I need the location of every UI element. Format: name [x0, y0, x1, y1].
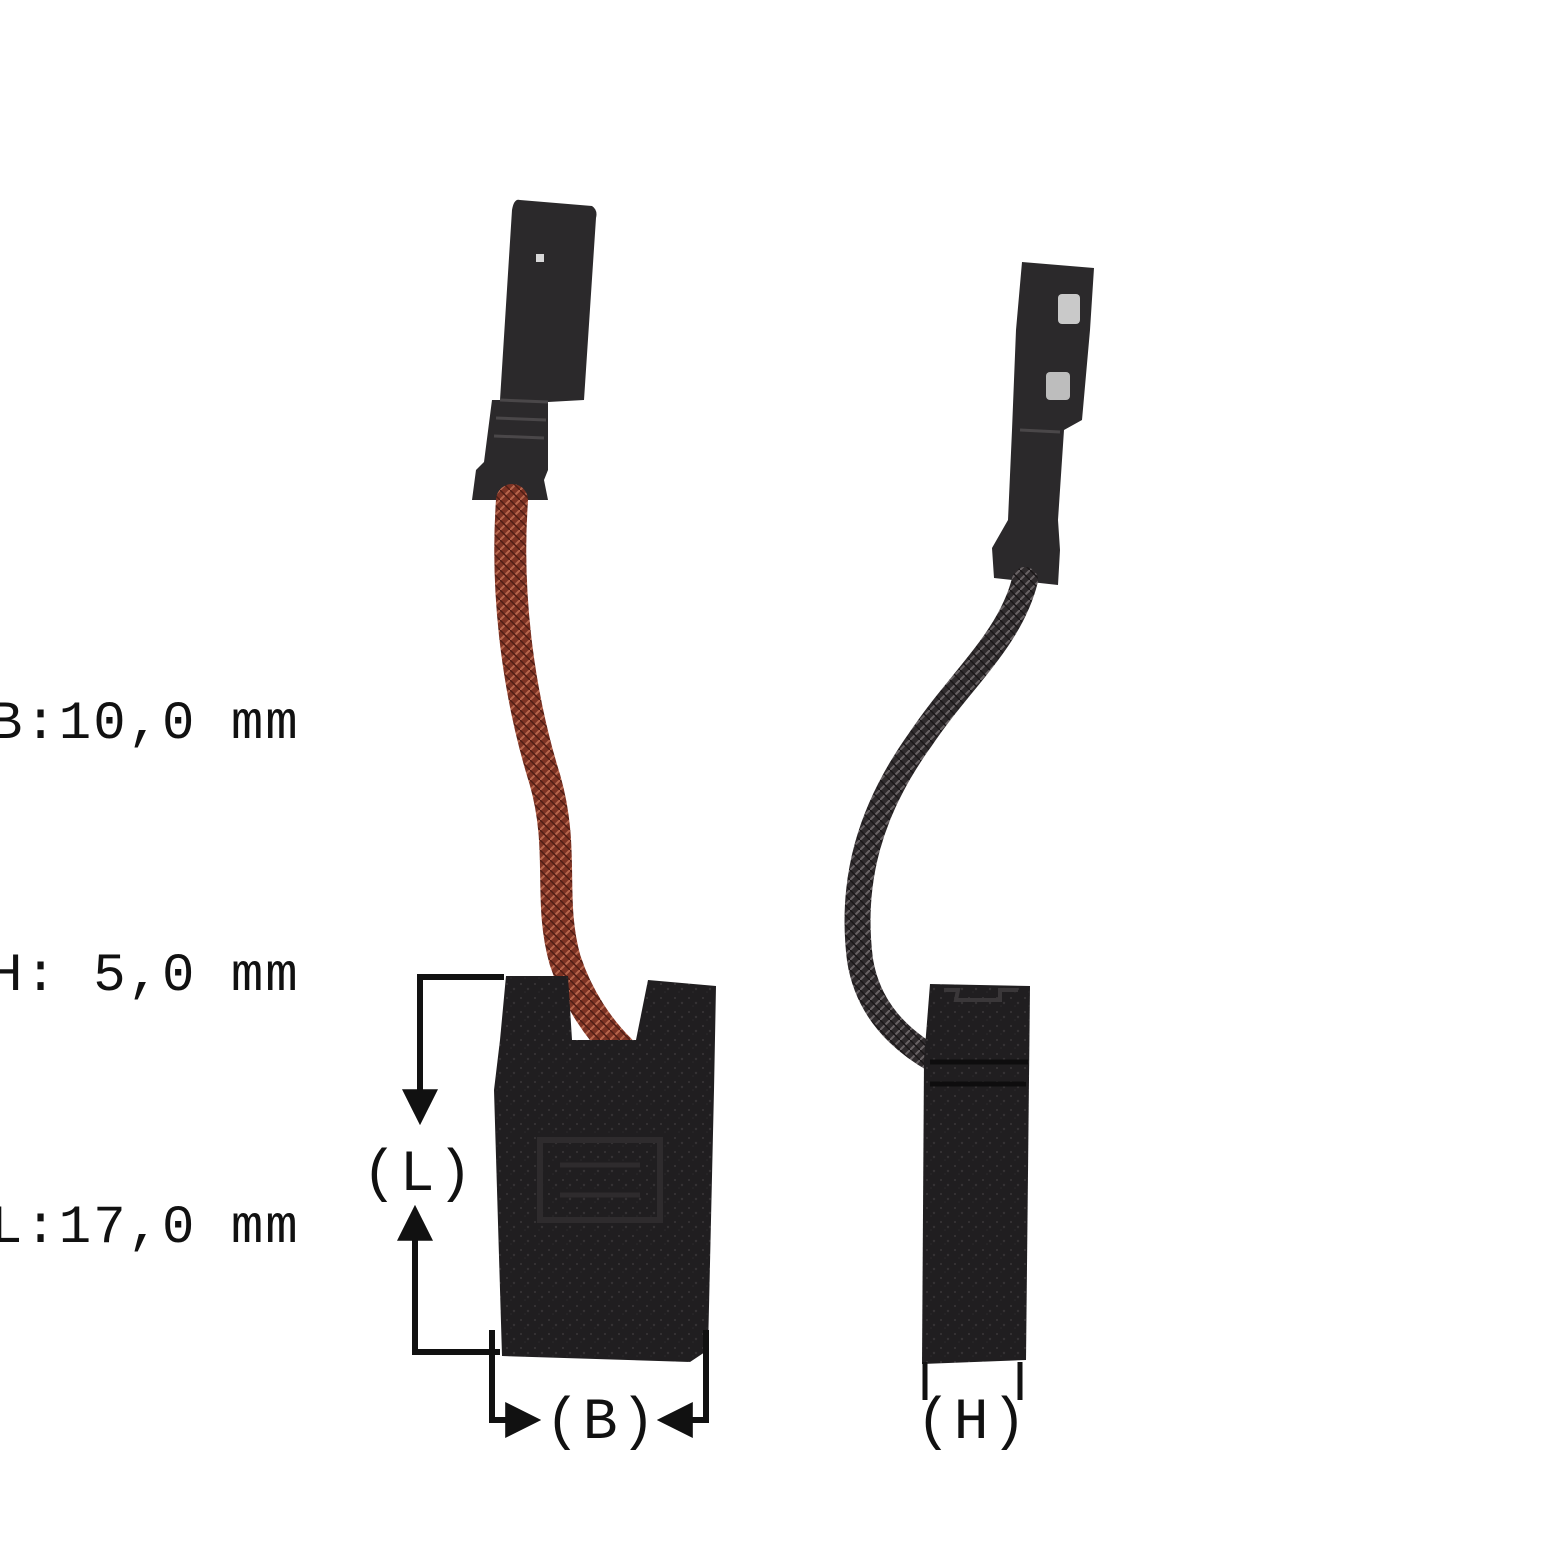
breadth-dimension: (B)	[489, 1330, 709, 1456]
right-carbon-block	[922, 984, 1030, 1364]
left-carbon-block	[494, 976, 716, 1362]
right-brush-connector	[992, 262, 1094, 585]
height-dimension-label: (H)	[916, 1391, 1029, 1456]
spec-height: H: 5,0 mm	[0, 946, 300, 1007]
left-brush-connector	[472, 199, 597, 500]
height-dimension: (H)	[916, 1362, 1029, 1456]
spec-length: L:17,0 mm	[0, 1198, 300, 1259]
right-dark-wire	[844, 567, 1038, 1073]
breadth-dimension-label: (B)	[545, 1391, 658, 1456]
left-copper-wire	[494, 484, 636, 1066]
dimension-spec-list: B:10,0 mm H: 5,0 mm L:17,0 mm	[0, 515, 400, 1439]
length-dimension-label: (L)	[362, 1143, 475, 1208]
spec-breadth: B:10,0 mm	[0, 694, 300, 755]
length-dimension: (L)	[362, 974, 504, 1355]
